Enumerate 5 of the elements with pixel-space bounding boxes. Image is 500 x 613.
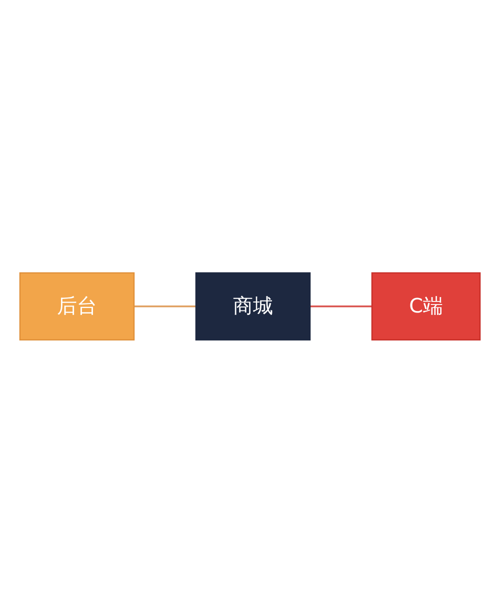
node-box: 商城 <box>195 272 311 341</box>
node-box: 后台 <box>19 272 135 341</box>
connector <box>134 306 196 308</box>
node-box: C端 <box>371 272 481 341</box>
connector <box>310 306 372 308</box>
